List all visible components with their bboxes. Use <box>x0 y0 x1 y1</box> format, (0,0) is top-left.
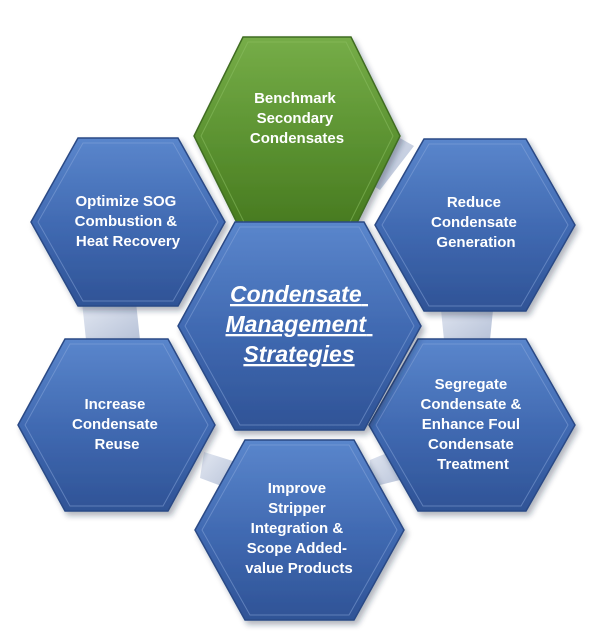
reduce-line-3: Generation <box>436 234 515 251</box>
segregate-line-5: Treatment <box>437 456 509 473</box>
svg-text:Condensate Management: Condensate Management Strategies <box>226 281 373 367</box>
hex-benchmark-secondary-condensates: Benchmark Secondary Condensates <box>193 36 401 236</box>
center-line-2: Management <box>226 311 368 337</box>
sog-line-3: Heat Recovery <box>76 233 181 250</box>
benchmark-line-2: Secondary <box>257 110 334 127</box>
sog-line-2: Combustion & <box>75 213 178 230</box>
benchmark-line-3: Condensates <box>250 130 344 147</box>
stripper-line-1: Improve <box>268 480 326 497</box>
sog-line-1: Optimize SOG <box>75 193 176 210</box>
segregate-line-4: Condensate <box>428 436 514 453</box>
reuse-line-2: Condensate <box>72 416 158 433</box>
svg-text:Benchmark Secondary: Benchmark Secondary Condensates <box>250 90 344 147</box>
center-line-3: Strategies <box>243 341 354 367</box>
svg-text:Optimize SOG Combustion: Optimize SOG Combustion & Heat Recovery <box>75 193 182 250</box>
segregate-line-2: Condensate & <box>420 396 521 413</box>
hex-reduce-condensate-generation: Reduce Condensate Generation <box>374 138 576 312</box>
hex-segregate-condensate: Segregate Condensate & Enhance Foul Cond… <box>368 338 576 512</box>
reuse-line-1: Increase <box>84 396 145 413</box>
stripper-line-2: Stripper <box>268 500 326 517</box>
svg-text:Reduce Condensate: Reduce Condensate Generation <box>431 194 521 251</box>
svg-text:Increase Condensate: Increase Condensate Reuse <box>72 396 162 453</box>
segregate-line-3: Enhance Foul <box>422 416 520 433</box>
center-line-1: Condensate <box>230 281 362 307</box>
svg-text:Segregate Condensate &: Segregate Condensate & Enhance Foul Cond… <box>420 376 525 473</box>
svg-text:Improve Stripper I: Improve Stripper Integration & Scope Add… <box>245 480 353 577</box>
benchmark-line-1: Benchmark <box>254 90 336 107</box>
hex-improve-stripper-integration: Improve Stripper Integration & Scope Add… <box>194 439 405 621</box>
connector-reuse-sog <box>82 302 140 340</box>
hex-optimize-sog-combustion: Optimize SOG Combustion & Heat Recovery <box>30 137 226 307</box>
reuse-line-3: Reuse <box>94 436 139 453</box>
reduce-line-1: Reduce <box>447 194 501 211</box>
stripper-line-4: Scope Added- <box>247 540 347 557</box>
hex-center-condensate-management-strategies: Condensate Management Strategies <box>177 221 422 431</box>
stripper-line-3: Integration & <box>251 520 344 537</box>
reduce-line-2: Condensate <box>431 214 517 231</box>
hex-increase-condensate-reuse: Increase Condensate Reuse <box>17 338 216 512</box>
stripper-line-5: value Products <box>245 560 353 577</box>
segregate-line-1: Segregate <box>435 376 508 393</box>
